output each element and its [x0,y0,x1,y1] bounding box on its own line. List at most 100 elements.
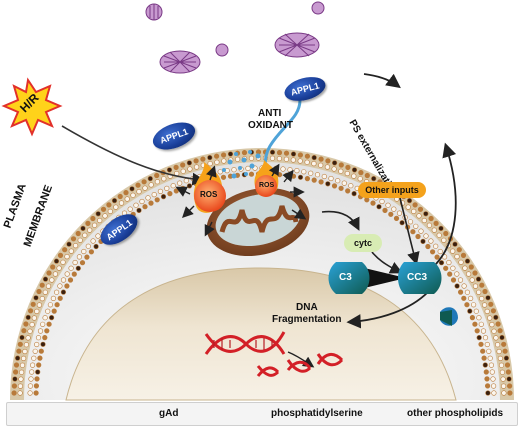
phospholipid-head [129,186,135,192]
phospholipid-head [418,228,424,234]
phospholipid-head [301,169,307,175]
phospholipid-head [72,259,78,266]
phospholipid-head [154,179,160,185]
phospholipid-head [318,179,324,185]
phospholipid-head [456,247,462,253]
phospholipid-head [328,175,334,182]
phospholipid-head [148,200,154,206]
phospholipid-head [476,315,482,321]
phospholipid-head [468,264,474,270]
dna-helix-intact [204,331,286,355]
phospholipid-head [487,355,493,361]
phospholipid-head [200,156,206,162]
phospholipid-head [145,195,151,201]
phospholipid-head [496,348,502,355]
mito-to-cytc-arrow [321,210,360,231]
phospholipid-head [434,254,440,260]
phospholipid-head [467,308,473,314]
phospholipid-head [283,150,290,156]
phospholipid-head [67,277,74,283]
phospholipid-head [167,191,173,197]
dna-label: DNA [296,302,318,313]
phospholipid-head [412,202,418,208]
phospholipid-head [338,162,344,168]
phospholipid-head [40,341,46,347]
phospholipid-head [68,265,74,271]
phospholipid-head [45,283,52,289]
phospholipid-head [76,254,82,260]
phospholipid-head [501,383,507,389]
phospholipid-head [502,348,508,354]
phospholipid-head [85,220,91,226]
phospholipid-head [17,383,24,389]
cc3-shape [398,262,442,294]
phospholipid-head [489,369,495,375]
phospholipid-head [75,265,81,271]
phospholipid-head [28,376,34,382]
phospholipid-head [476,289,482,295]
phospholipid-head [217,169,223,175]
phospholipid-head [111,198,118,204]
phospholipid-heads [11,149,513,396]
phospholipid-head [25,314,31,321]
phospholipid-head [472,270,478,276]
phospholipid-head [227,151,234,157]
phospholipid-head [21,328,27,334]
phospholipid-head [461,283,467,289]
legend-gad-label: gAd [159,408,179,419]
phospholipid-head [154,197,160,203]
phospholipid-head [37,355,43,361]
phospholipid-head [345,164,351,170]
phospholipid-head [499,334,505,341]
phospholipid-head [64,254,70,260]
phospholipid-head [27,328,33,334]
phospholipid-head [180,162,186,168]
phospholipid-head [364,197,370,203]
phospholipid-head [454,271,460,277]
phospholipid-head [23,321,29,327]
adiponectin-receptor-right [274,32,320,58]
phospholipid-head [186,160,192,166]
phospholipid-head [430,249,436,255]
phospholipid-head [36,302,43,308]
phospholipid-head [495,342,501,348]
phospholipid-head [214,153,220,159]
phospholipid-head [283,156,290,162]
phospholipid-head [438,260,445,266]
cc3-label: CC3 [407,272,428,283]
phospholipid-head [39,296,45,302]
phospholipid-head [62,247,68,253]
phospholipid-head [314,172,321,178]
phospholipid-head [325,181,331,187]
phospholipid-head [60,277,67,283]
phospholipid-head [80,225,86,231]
legend-phosphatidylserine-label: phosphatidylserine [271,408,363,419]
phospholipid-head [127,206,133,212]
phospholipid-head [113,204,119,210]
phospholipid-head [351,167,358,173]
phospholipid-head [71,271,77,277]
phospholipid-head [484,341,490,348]
phospholipid-head [297,152,304,158]
phospholipid-head [450,248,456,254]
phospholipid-head [81,248,87,255]
phospholipid-head [304,159,310,165]
phospholipid-head [60,259,66,265]
phospholipid-head [423,233,429,239]
phospholipid-head [33,390,39,396]
phospholipid-head [46,270,52,276]
phospholipid-head [406,198,413,204]
phospholipid-head [50,264,56,270]
phospholipid-head [417,206,424,212]
phospholipid-head [147,176,153,182]
phospholipid-head [91,222,98,228]
phospholipid-head [482,302,488,308]
phospholipid-head [345,188,351,194]
phospholipid-head [411,208,417,214]
phospholipid-head [207,161,213,167]
phospholipid-head [235,156,241,162]
phospholipid-head [60,289,67,295]
phospholipid-head [16,348,22,354]
phospholipid-head [34,376,40,382]
phospholipid-head [454,254,460,260]
